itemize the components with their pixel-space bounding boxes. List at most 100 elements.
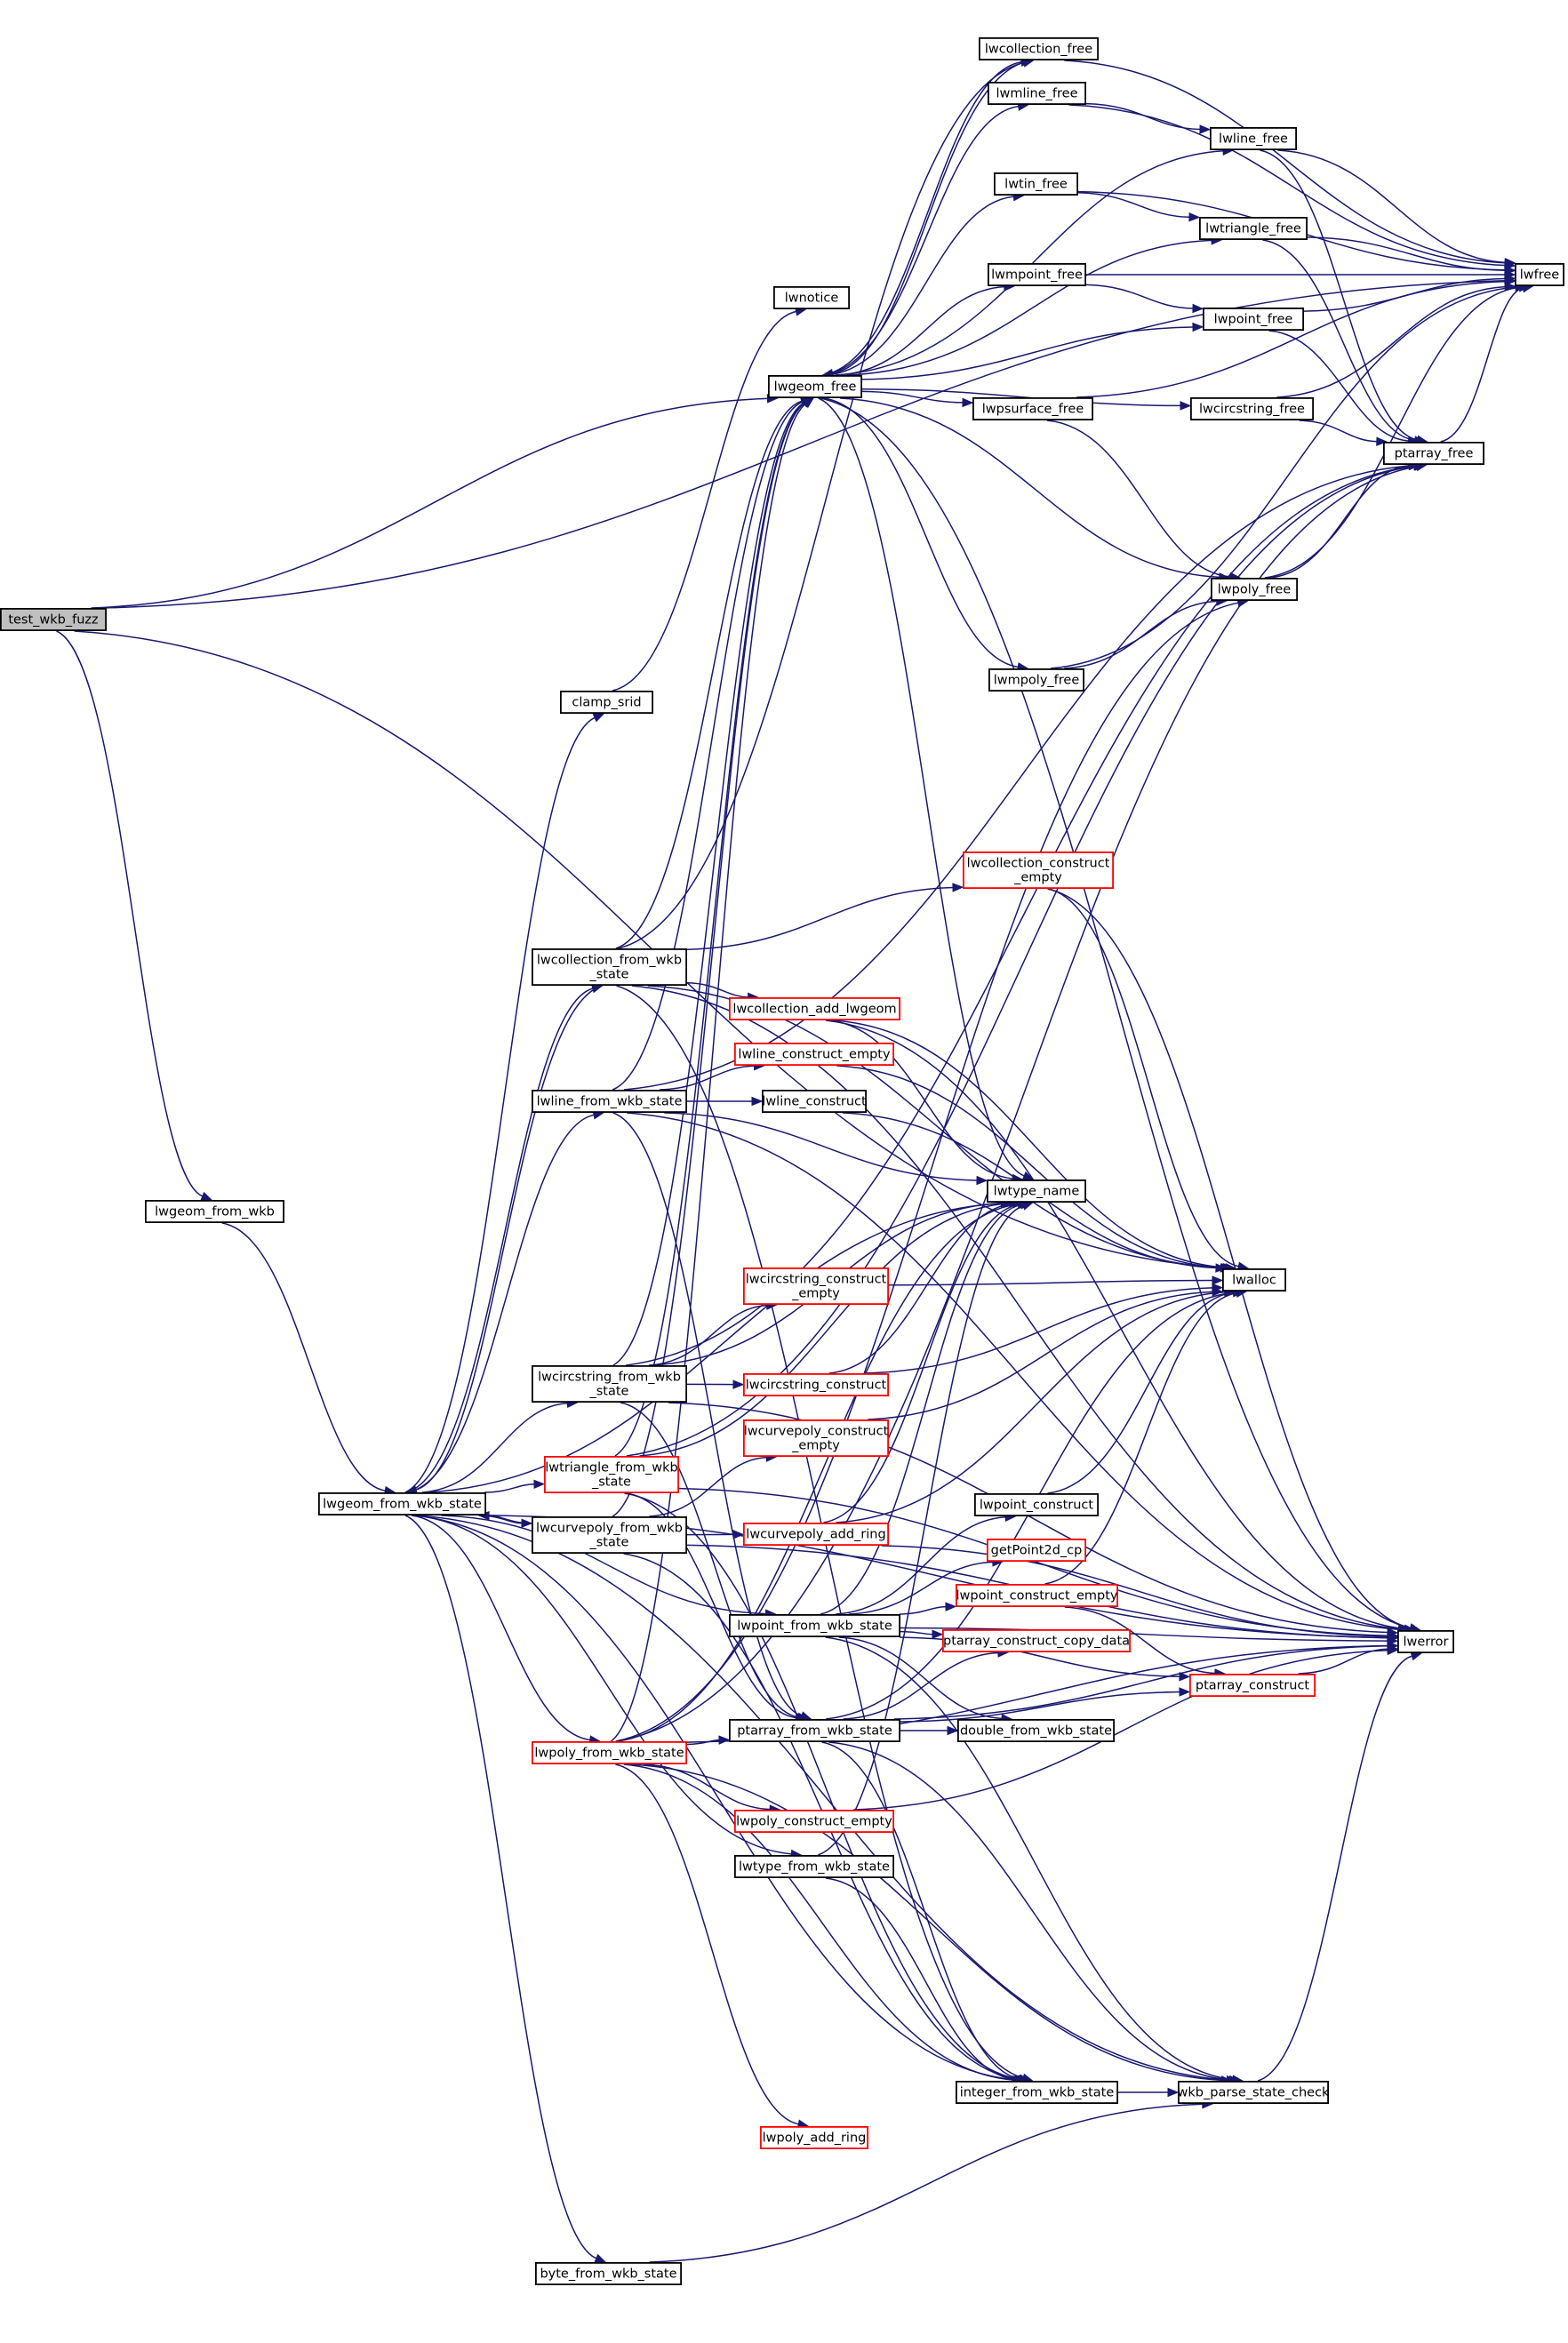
edge-lwcircstring_from_wkb_state-to-lwgeom_free bbox=[612, 402, 804, 1366]
edge-lwgeom_free-to-lwpoly_free bbox=[840, 397, 1220, 579]
node-lwcollection_add_lwgeom[interactable]: lwcollection_add_lwgeom bbox=[729, 997, 901, 1021]
edge-ptarray_construct-to-lwerror bbox=[1298, 1648, 1388, 1675]
node-lwpoly_free[interactable]: lwpoly_free bbox=[1211, 578, 1299, 602]
node-box bbox=[942, 1629, 1132, 1653]
node-wkb_parse_state_check[interactable]: wkb_parse_state_check bbox=[1178, 2080, 1331, 2104]
node-clamp_srid[interactable]: clamp_srid bbox=[560, 691, 654, 715]
node-label: lwpoint_from_wkb_state bbox=[737, 1619, 892, 1634]
node-label: getPoint2d_cp bbox=[991, 1544, 1083, 1558]
edge-ptarray_from_wkb_state-to-ptarray_construct_copy_data bbox=[843, 1651, 998, 1720]
node-box bbox=[963, 852, 1115, 890]
edge-lwgeom_from_wkb_state-to-lwpoint_from_wkb_state bbox=[441, 1515, 766, 1615]
edge-lwcollection_add_lwgeom-to-lwtype_name bbox=[828, 1020, 1013, 1179]
node-label: lwerror bbox=[1404, 1635, 1449, 1650]
node-lwtriangle_from_wkb_state[interactable]: lwtriangle_from_wkb_state bbox=[544, 1456, 680, 1494]
node-lwpoly_add_ring[interactable]: lwpoly_add_ring bbox=[760, 2125, 869, 2149]
node-box bbox=[532, 1516, 688, 1555]
arrowhead-lwgeom_free-to-lwpoint_free bbox=[1192, 322, 1204, 332]
edge-lwcollection_from_wkb_state-to-lwcollection_construct_empty bbox=[686, 886, 954, 950]
node-label: lwcircstring_construct bbox=[746, 1379, 887, 1393]
node-box bbox=[987, 1179, 1087, 1203]
node-label: lwline_construct bbox=[762, 1095, 867, 1109]
node-label: lwpoly_from_wkb_state bbox=[534, 1747, 684, 1761]
edge-lwpoint_free-to-lwfree bbox=[1303, 277, 1506, 312]
node-lwgeom_free[interactable]: lwgeom_free bbox=[768, 374, 863, 398]
node-ptarray_from_wkb_state[interactable]: ptarray_from_wkb_state bbox=[729, 1719, 901, 1743]
edge-lwtriangle_from_wkb_state-to-ptarray_from_wkb_state bbox=[626, 1492, 796, 1719]
node-getPoint2d_cp[interactable]: getPoint2d_cp bbox=[987, 1539, 1087, 1563]
node-lwmpoly_free[interactable]: lwmpoly_free bbox=[988, 668, 1085, 692]
arrowhead-lwline_from_wkb_state-to-lwline_construct bbox=[751, 1096, 764, 1107]
node-integer_from_wkb_state[interactable]: integer_from_wkb_state bbox=[956, 2080, 1119, 2104]
node-lwcollection_free[interactable]: lwcollection_free bbox=[979, 37, 1100, 61]
edge-lwgeom_free-to-lwline_free bbox=[835, 149, 1224, 376]
node-lwpoly_from_wkb_state[interactable]: lwpoly_from_wkb_state bbox=[532, 1741, 688, 1765]
edge-lwgeom_from_wkb_state-to-lwline_from_wkb_state bbox=[408, 1114, 595, 1493]
node-label: lwline_construct_empty bbox=[738, 1048, 891, 1062]
edge-lwline_free-to-lwfree bbox=[1277, 149, 1506, 264]
node-label: _empty bbox=[791, 1439, 840, 1453]
node-lwmpoint_free[interactable]: lwmpoint_free bbox=[988, 262, 1087, 286]
node-lwcurvepoly_from_wkb_state[interactable]: lwcurvepoly_from_wkb_state bbox=[532, 1516, 688, 1555]
node-lwpoint_free[interactable]: lwpoint_free bbox=[1203, 307, 1305, 331]
node-lwtin_free[interactable]: lwtin_free bbox=[994, 172, 1079, 196]
node-lwgeom_from_wkb[interactable]: lwgeom_from_wkb bbox=[144, 1200, 284, 1224]
node-lwpoint_construct[interactable]: lwpoint_construct bbox=[974, 1493, 1100, 1517]
node-ptarray_construct_copy_data[interactable]: ptarray_construct_copy_data bbox=[942, 1629, 1132, 1653]
node-lwline_construct_empty[interactable]: lwline_construct_empty bbox=[734, 1043, 895, 1067]
node-label: lwfree bbox=[1520, 268, 1560, 283]
node-lwmline_free[interactable]: lwmline_free bbox=[988, 82, 1087, 106]
edge-lwpsurface_free-to-lwpoly_free bbox=[1046, 420, 1231, 578]
edge-lwcurvepoly_construct_empty-to-lwalloc bbox=[868, 1291, 1213, 1420]
node-lwpoint_construct_empty[interactable]: lwpoint_construct_empty bbox=[956, 1584, 1119, 1608]
node-double_from_wkb_state[interactable]: double_from_wkb_state bbox=[957, 1719, 1116, 1743]
node-label: lwgeom_from_wkb bbox=[155, 1205, 275, 1219]
node-box bbox=[743, 1419, 890, 1458]
node-label: _state bbox=[589, 1385, 629, 1399]
node-lwtype_from_wkb_state[interactable]: lwtype_from_wkb_state bbox=[734, 1854, 895, 1878]
node-lwalloc[interactable]: lwalloc bbox=[1222, 1268, 1287, 1292]
node-lwcollection_construct_empty[interactable]: lwcollection_construct_empty bbox=[963, 852, 1115, 890]
node-label: lwcollection_free bbox=[985, 43, 1092, 57]
node-lwtriangle_free[interactable]: lwtriangle_free bbox=[1199, 216, 1308, 240]
edge-lwpoly_from_wkb_state-to-lwtype_name bbox=[618, 1203, 1019, 1742]
edge-lwcollection_from_wkb_state-to-lwcollection_free bbox=[618, 61, 1024, 949]
node-box bbox=[729, 1614, 901, 1638]
node-lwcircstring_construct_empty[interactable]: lwcircstring_construct_empty bbox=[743, 1267, 890, 1306]
edge-lwpoint_from_wkb_state-to-lwpoint_construct bbox=[836, 1515, 1006, 1615]
arrowhead-lwpoly_from_wkb_state-to-ptarray_from_wkb_state bbox=[718, 1735, 731, 1745]
node-box bbox=[729, 997, 901, 1021]
edge-lwcollection_free-to-lwfree bbox=[1064, 60, 1506, 264]
node-lwnotice[interactable]: lwnotice bbox=[773, 285, 851, 309]
node-ptarray_free[interactable]: ptarray_free bbox=[1383, 441, 1485, 465]
node-label: _empty bbox=[1013, 871, 1062, 885]
edge-lwpoly_from_wkb_state-to-lwgeom_free bbox=[611, 403, 806, 1742]
edge-lwgeom_from_wkb_state-to-clamp_srid bbox=[404, 716, 596, 1493]
node-lwgeom_from_wkb_state[interactable]: lwgeom_from_wkb_state bbox=[317, 1492, 486, 1516]
node-byte_from_wkb_state[interactable]: byte_from_wkb_state bbox=[535, 2261, 683, 2285]
node-lwline_construct[interactable]: lwline_construct bbox=[762, 1090, 867, 1114]
node-lwcurvepoly_construct_empty[interactable]: lwcurvepoly_construct_empty bbox=[743, 1419, 890, 1458]
edge-lwgeom_from_wkb_state-to-lwtype_name bbox=[425, 1202, 1004, 1493]
node-box bbox=[535, 2261, 683, 2285]
arrowhead-lwgeom_free-to-lwtype_name bbox=[1021, 1171, 1035, 1180]
node-lwcircstring_construct[interactable]: lwcircstring_construct bbox=[743, 1373, 890, 1397]
arrowhead-lwcurvepoly_construct_empty-to-lwalloc bbox=[1212, 1287, 1224, 1297]
node-lwcircstring_free[interactable]: lwcircstring_free bbox=[1190, 396, 1315, 420]
node-lwcurvepoly_add_ring[interactable]: lwcurvepoly_add_ring bbox=[743, 1523, 890, 1547]
node-ptarray_construct[interactable]: ptarray_construct bbox=[1189, 1674, 1316, 1698]
node-lwpoint_from_wkb_state[interactable]: lwpoint_from_wkb_state bbox=[729, 1614, 901, 1638]
edge-lwcollection_free-to-lwgeom_free bbox=[832, 60, 1032, 374]
node-lwerror[interactable]: lwerror bbox=[1397, 1630, 1455, 1654]
node-lwline_free[interactable]: lwline_free bbox=[1210, 126, 1298, 150]
node-box bbox=[1178, 2080, 1330, 2104]
node-lwpoly_construct_empty[interactable]: lwpoly_construct_empty bbox=[734, 1810, 895, 1834]
node-lwline_from_wkb_state[interactable]: lwline_from_wkb_state bbox=[532, 1090, 688, 1114]
edge-lwcollection_from_wkb_state-to-lwerror bbox=[631, 985, 1403, 1630]
node-lwtype_name[interactable]: lwtype_name bbox=[987, 1179, 1087, 1203]
node-lwcollection_from_wkb_state[interactable]: lwcollection_from_wkb_state bbox=[532, 948, 688, 987]
node-lwcircstring_from_wkb_state[interactable]: lwcircstring_from_wkb_state bbox=[532, 1365, 688, 1403]
node-lwfree[interactable]: lwfree bbox=[1515, 262, 1565, 286]
node-lwpsurface_free[interactable]: lwpsurface_free bbox=[972, 396, 1094, 420]
